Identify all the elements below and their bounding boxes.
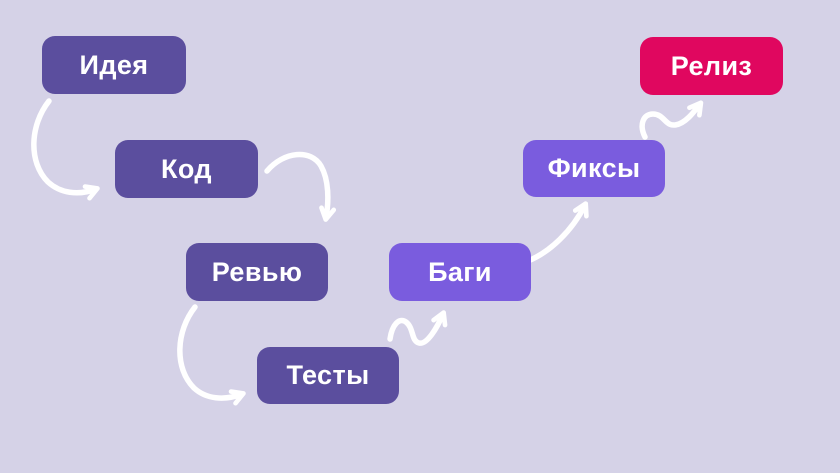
node-idea: Идея bbox=[42, 36, 186, 94]
node-review-label: Ревью bbox=[211, 256, 303, 287]
node-fixes: Фиксы bbox=[523, 140, 665, 197]
node-fixes-label: Фиксы bbox=[547, 153, 641, 183]
node-tests-label: Тесты bbox=[286, 360, 370, 390]
arrow-fixes-to-release bbox=[639, 100, 704, 140]
arrow-code-to-review bbox=[264, 151, 337, 222]
node-tests: Тесты bbox=[257, 347, 399, 404]
node-idea-label: Идея bbox=[79, 49, 149, 80]
node-bugs-label: Баги bbox=[428, 256, 492, 287]
node-release-label: Релиз bbox=[670, 50, 753, 81]
node-release: Релиз bbox=[640, 37, 783, 95]
node-code-label: Код bbox=[161, 153, 212, 184]
arrow-bugs-to-fixes bbox=[525, 201, 589, 264]
arrow-tests-to-bugs bbox=[387, 310, 448, 346]
arrow-review-to-tests bbox=[177, 304, 246, 406]
arrow-idea-to-code bbox=[31, 98, 100, 201]
node-bugs: Баги bbox=[389, 243, 531, 301]
node-review: Ревью bbox=[186, 243, 328, 301]
node-code: Код bbox=[115, 140, 258, 198]
